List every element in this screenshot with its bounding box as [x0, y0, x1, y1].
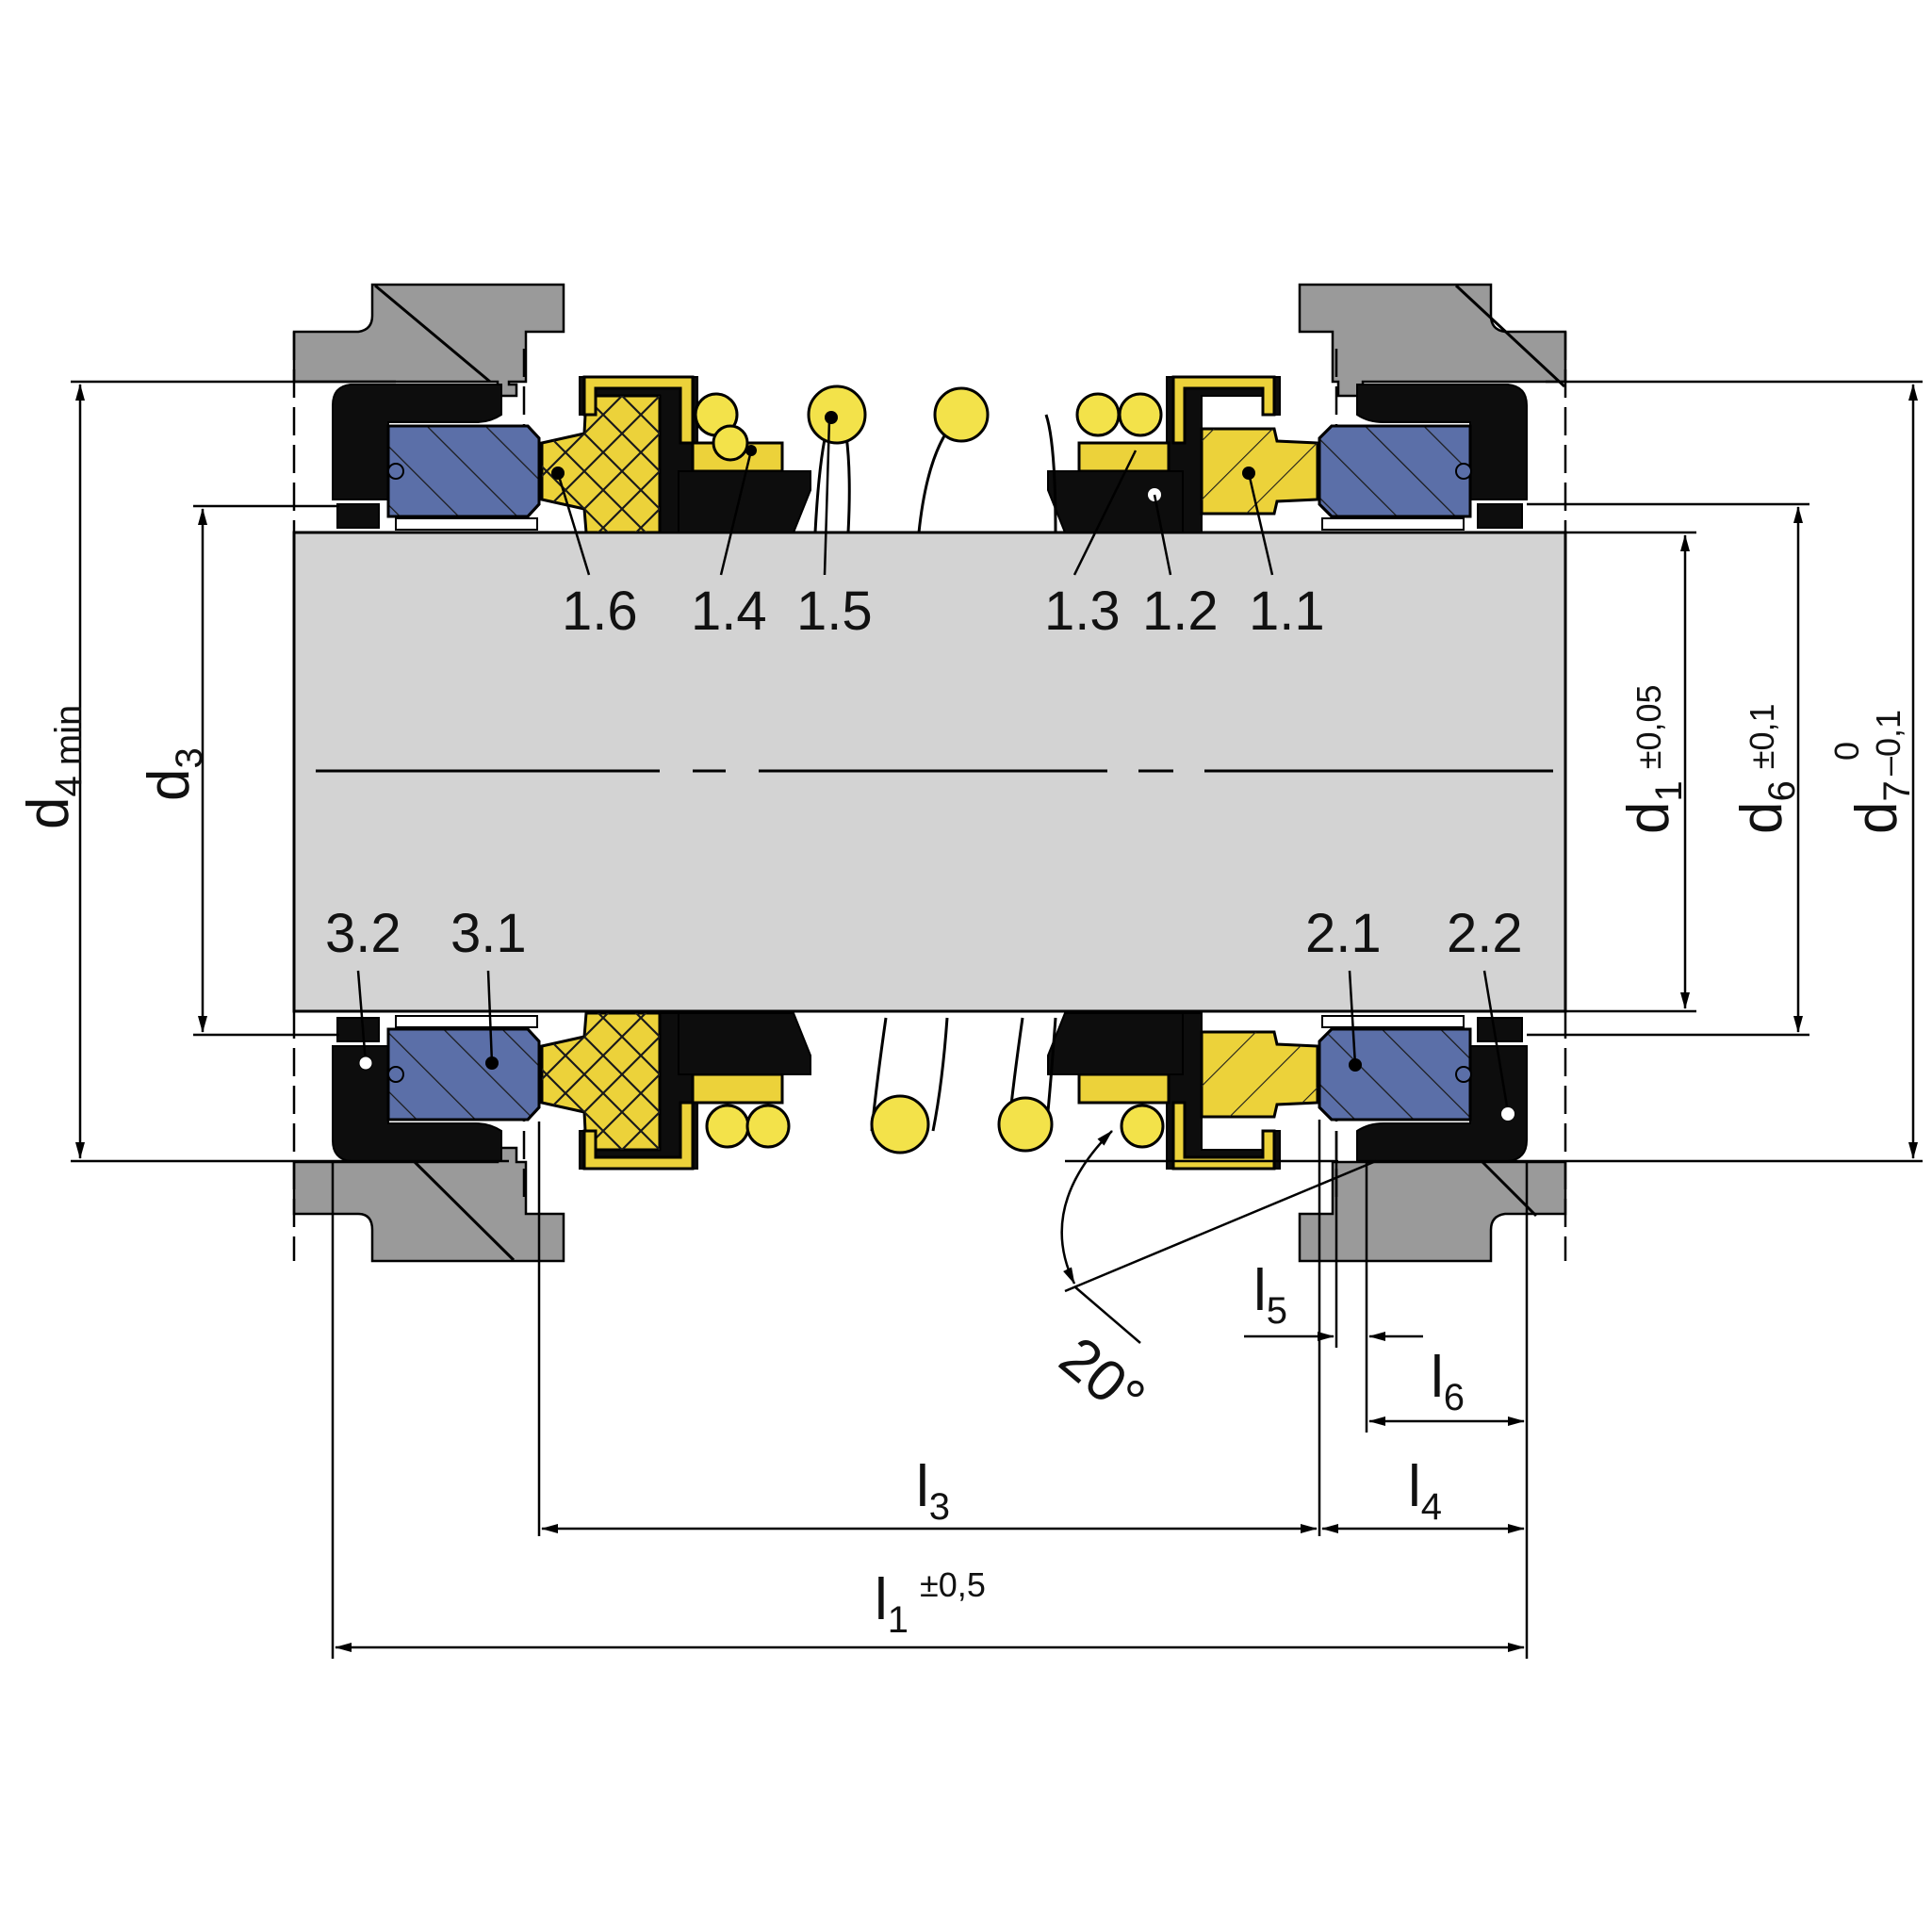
stationary-seat-bottom-left	[332, 1015, 541, 1162]
svg-text:0: 0	[1827, 742, 1866, 761]
rotating-unit-top-right	[1047, 375, 1319, 533]
label-l3: l3	[916, 1454, 950, 1528]
housing-bottom-left	[292, 1146, 565, 1263]
label-1-3: 1.3	[1044, 581, 1121, 642]
label-l1: l1±0,5	[875, 1565, 986, 1641]
label-2-2: 2.2	[1447, 903, 1523, 964]
label-l5: l5	[1253, 1258, 1287, 1332]
label-l6: l6	[1431, 1345, 1465, 1418]
svg-text:d3: d3	[137, 747, 210, 801]
label-d1: d1±0,05	[1616, 684, 1690, 834]
label-1-5: 1.5	[796, 581, 873, 642]
label-1-2: 1.2	[1142, 581, 1219, 642]
rotating-unit-bottom-left	[540, 1011, 811, 1171]
label-angle-20: 20°	[1047, 1325, 1156, 1432]
dimension-labels: d4 min d3 d1±0,05 d6±0,1 d7 0 –0,1 l1±0,…	[16, 684, 1918, 1641]
svg-text:–0,1: –0,1	[1869, 710, 1907, 776]
label-3-2: 3.2	[325, 903, 401, 964]
rotating-unit-bottom-right	[1047, 1012, 1319, 1171]
label-d6: d6±0,1	[1729, 703, 1803, 834]
label-d7: d7 0 –0,1	[1827, 710, 1918, 834]
svg-text:d7: d7	[1844, 780, 1918, 834]
label-d4: d4 min	[16, 705, 90, 829]
leader-dots	[358, 411, 1514, 1121]
housing-top-left	[292, 283, 565, 398]
svg-text:d1±0,05: d1±0,05	[1616, 684, 1690, 834]
svg-text:d6±0,1: d6±0,1	[1729, 703, 1803, 834]
label-1-1: 1.1	[1249, 581, 1325, 642]
shaft	[292, 531, 1567, 1013]
dimension-lines	[71, 380, 1923, 1659]
label-l4: l4	[1408, 1454, 1442, 1528]
rotating-unit-top-left	[540, 375, 811, 534]
label-d3: d3	[137, 747, 210, 801]
label-1-6: 1.6	[562, 581, 638, 642]
label-1-4: 1.4	[691, 581, 767, 642]
stationary-seat-top-left	[332, 384, 541, 531]
stationary-seat-top-right	[1318, 384, 1528, 531]
part-labels: 1.6 1.4 1.5 1.3 1.2 1.1 3.2 3.1 2.1 2.2	[325, 581, 1523, 964]
svg-text:d4 min: d4 min	[16, 705, 90, 829]
leader-lines	[356, 418, 1510, 1113]
label-3-1: 3.1	[450, 903, 527, 964]
label-2-1: 2.1	[1305, 903, 1382, 964]
housing-top-right	[1298, 283, 1567, 398]
stationary-seat-bottom-right	[1318, 1015, 1528, 1162]
